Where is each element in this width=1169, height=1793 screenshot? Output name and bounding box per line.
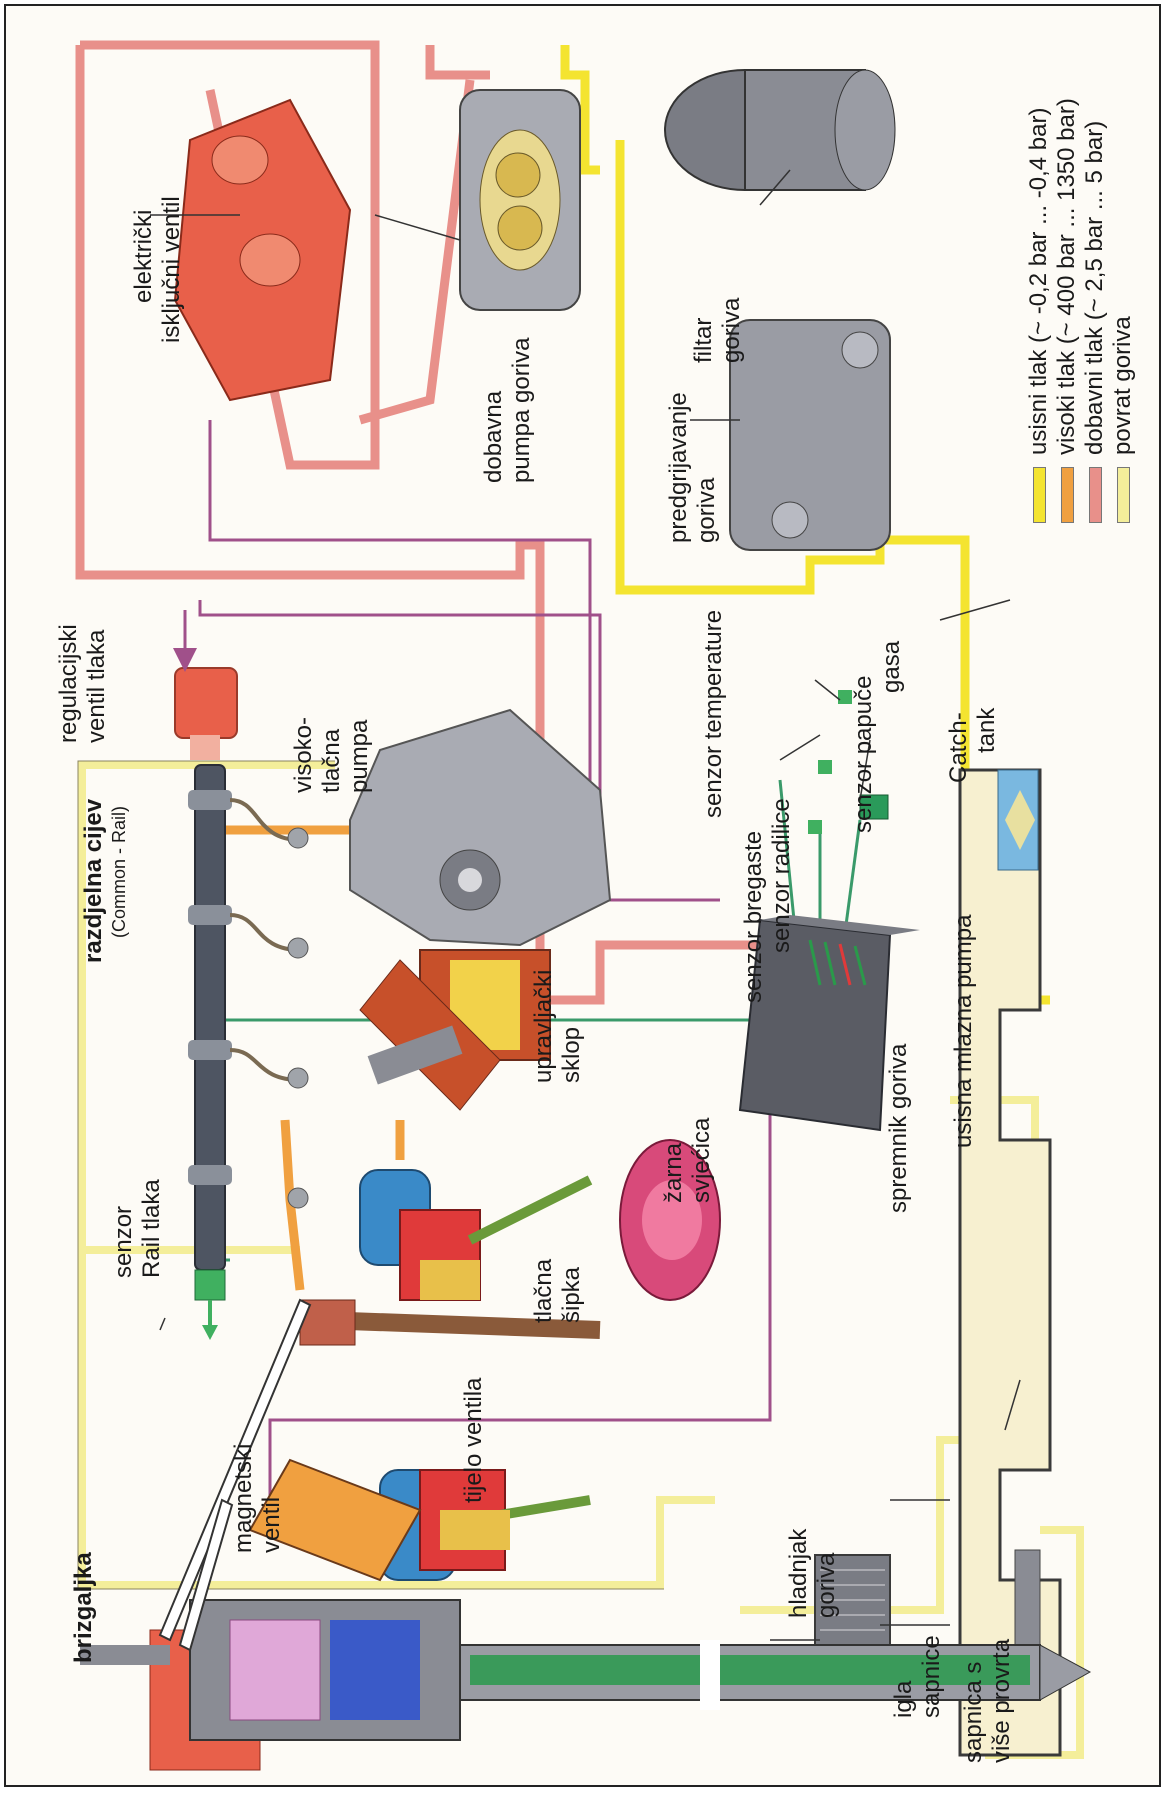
label-spremnik-goriva: spremnik goriva <box>885 1043 912 1213</box>
leader-lines <box>150 169 1021 1701</box>
legend-label-high: visoki tlak (~ 400 bar ... 1350 bar) <box>1053 98 1080 455</box>
injector-cross-section <box>80 1458 1092 1771</box>
legend-swatch-suction <box>1032 467 1046 523</box>
label-tijelo-ventila: tijelo ventila <box>460 1377 487 1503</box>
legend-swatch-supply <box>1088 467 1102 523</box>
label-pumpa: pumpa <box>346 719 373 793</box>
label-tlacna-pumpa: tlačna <box>318 728 345 793</box>
legend-label-return: povrat goriva <box>1109 316 1136 455</box>
label-sklop: sklop <box>558 1026 585 1083</box>
label-pumpa-goriva: pumpa goriva <box>508 337 535 483</box>
label-goriva-filtar: goriva <box>718 297 745 363</box>
label-goriva-hladnjak: goriva <box>813 1552 840 1618</box>
label-ventil: ventil <box>258 1496 285 1553</box>
pressure-regulating-valve <box>173 610 238 760</box>
label-tlacna: tlačna <box>530 1258 557 1323</box>
label-gasa: gasa <box>878 640 905 693</box>
label-senzor-papuce: senzor papuče <box>850 675 877 833</box>
legend-row-supply: dobavni tlak (~ 2,5 bar ... 5 bar) <box>1081 121 1109 523</box>
legend-label-supply: dobavni tlak (~ 2,5 bar ... 5 bar) <box>1081 120 1108 455</box>
label-catch: Catch- <box>945 712 972 783</box>
ecu-unit <box>738 915 920 1132</box>
label-senzor-temperature: senzor temperature <box>700 609 727 818</box>
label-zarna: žarna <box>660 1142 687 1203</box>
label-dobavna: dobavna <box>480 390 507 483</box>
label-igla: igla <box>890 1680 917 1718</box>
supply-pump <box>459 89 581 311</box>
label-sapnice: sapnice <box>918 1635 945 1718</box>
label-usisna-mlazna-pumpa: usisna mlazna pumpa <box>950 914 977 1148</box>
label-goriva-pred: goriva <box>693 477 720 543</box>
cylinder-head-assembly <box>299 1139 721 1581</box>
label-tank: tank <box>973 707 1000 753</box>
legend-row-high: visoki tlak (~ 400 bar ... 1350 bar) <box>1053 98 1081 523</box>
label-rail-suffix: tlaka <box>138 1179 165 1237</box>
legend-label-suction: usisni tlak (~ -0,2 bar ... -0,4 bar) <box>1025 107 1052 455</box>
label-senzor-rail: senzor <box>110 1205 137 1278</box>
label-iskljucni-ventil: isključni ventil <box>158 196 185 343</box>
label-visoko: visoko- <box>290 716 317 793</box>
label-rail-italic: Rail <box>138 1236 165 1278</box>
legend-swatch-high <box>1060 467 1074 523</box>
callout-arrows <box>158 1298 312 1652</box>
label-predgrijavanje: predgrijavanje <box>665 392 692 543</box>
label-sapnica-s: sapnica s <box>960 1661 987 1763</box>
high-pressure-pump <box>349 708 612 1111</box>
label-senzor-radilice: senzor radilice <box>768 798 795 953</box>
label-filtar: filtar <box>690 317 717 363</box>
label-ventil-tlaka: ventil tlaka <box>83 629 110 743</box>
return-fuel-lines-outline <box>77 760 664 1590</box>
electric-shutoff-valve <box>173 98 352 402</box>
sensor-markers <box>808 690 889 834</box>
label-brizgaljka: brizgaljka <box>70 1552 97 1663</box>
label-regulacijski: regulacijski <box>55 624 82 743</box>
label-vise-provrta: više provrta <box>988 1638 1015 1763</box>
fuel-filter <box>664 69 896 191</box>
fuel-preheater <box>729 319 891 551</box>
rail-pressure-sensor <box>194 1269 226 1340</box>
legend-swatch-return <box>1116 467 1130 523</box>
label-elektricki: električki <box>130 209 157 303</box>
legend-row-return: povrat goriva <box>1109 316 1137 523</box>
label-rail-tlaka: Rail tlaka <box>138 1179 166 1278</box>
label-senzor-bregaste: senzor bregaste <box>740 830 767 1003</box>
label-common-rail: (Common - Rail) <box>109 805 129 938</box>
label-upravljacki: upravljački <box>530 969 557 1083</box>
label-sipka: šipka <box>558 1266 585 1323</box>
legend-row-suction: usisni tlak (~ -0,2 bar ... -0,4 bar) <box>1025 108 1053 523</box>
label-svjecica: svjećica <box>688 1117 715 1203</box>
label-hladnjak: hladnjak <box>785 1528 812 1618</box>
label-razdjelna-cijev: razdjelna cijev <box>80 798 107 963</box>
label-magnetski: magnetski <box>230 1443 257 1553</box>
